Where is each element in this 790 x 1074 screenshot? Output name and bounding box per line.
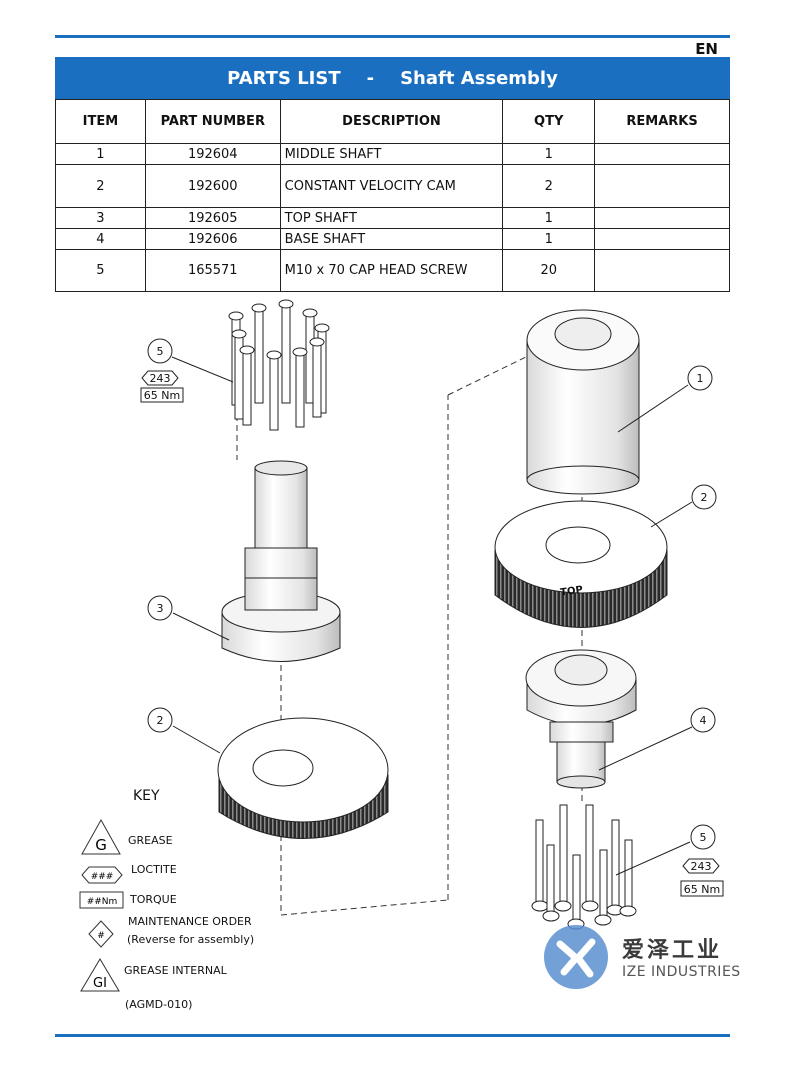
col-description: DESCRIPTION bbox=[279, 99, 504, 144]
cell-description: MIDDLE SHAFT bbox=[279, 143, 504, 165]
logo-mark-icon bbox=[544, 925, 608, 989]
col-part-number: PART NUMBER bbox=[144, 99, 281, 144]
logo-text-en: IZE INDUSTRIES bbox=[622, 964, 741, 980]
cell-part-number: 192604 bbox=[144, 143, 281, 165]
cell-item: 5 bbox=[55, 249, 146, 292]
cell-part-number: 192606 bbox=[144, 228, 281, 250]
middle-shaft-part bbox=[526, 309, 640, 495]
cell-qty: 2 bbox=[502, 164, 596, 208]
callout-5-lower-torque: 65 Nm bbox=[684, 883, 720, 896]
constant-velocity-cam-lower bbox=[217, 717, 389, 839]
callout-5-upper-loctite: 243 bbox=[150, 372, 171, 385]
cell-item: 4 bbox=[55, 228, 146, 250]
torque-symbol: ##Nm bbox=[87, 897, 118, 907]
cell-remarks bbox=[594, 249, 730, 292]
key-maintenance-sub: (Reverse for assembly) bbox=[127, 933, 255, 946]
table-row: 2 192600 CONSTANT VELOCITY CAM 2 bbox=[55, 164, 730, 208]
key-grease-label: GREASE bbox=[128, 834, 173, 847]
callout-5-upper-torque: 65 Nm bbox=[144, 389, 180, 402]
banner-separator: - bbox=[366, 67, 375, 89]
constant-velocity-cam-upper bbox=[494, 500, 668, 628]
language-code: EN bbox=[695, 40, 718, 58]
maintenance-diamond-icon bbox=[88, 920, 114, 948]
cell-remarks bbox=[594, 207, 730, 229]
symbol-key: KEY G ### ##Nm # GI GREASE LOCTITE TORQU… bbox=[70, 786, 270, 1026]
col-item: ITEM bbox=[55, 99, 146, 144]
leader-lines bbox=[171, 356, 693, 876]
spec-markers bbox=[140, 370, 724, 897]
cell-part-number: 192605 bbox=[144, 207, 281, 229]
loctite-hex-icon bbox=[81, 866, 123, 884]
callout-2-right: 2 bbox=[701, 491, 708, 504]
key-loctite-label: LOCTITE bbox=[131, 863, 177, 876]
callout-3: 3 bbox=[157, 602, 164, 615]
parts-table: ITEM PART NUMBER DESCRIPTION QTY REMARKS… bbox=[55, 99, 730, 292]
base-shaft-part bbox=[525, 649, 637, 789]
callout-5-lower-loctite: 243 bbox=[691, 860, 712, 873]
cell-qty: 20 bbox=[502, 249, 596, 292]
exploded-assembly-drawing: 5 243 65 Nm 1 2 3 2 4 5 243 65 Nm TOP bbox=[140, 299, 724, 930]
col-remarks: REMARKS bbox=[594, 99, 730, 144]
callout-circles bbox=[147, 338, 717, 850]
cell-description: CONSTANT VELOCITY CAM bbox=[279, 164, 504, 208]
cell-qty: 1 bbox=[502, 207, 596, 229]
cell-remarks bbox=[594, 228, 730, 250]
callout-4: 4 bbox=[700, 714, 707, 727]
cell-part-number: 165571 bbox=[144, 249, 281, 292]
callout-2-left: 2 bbox=[157, 714, 164, 727]
logo-text-cn: 爱泽工业 bbox=[622, 938, 723, 963]
key-grease-internal-label: GREASE INTERNAL bbox=[124, 964, 227, 977]
grease-internal-symbol: GI bbox=[93, 976, 107, 991]
top-shaft-part bbox=[221, 460, 341, 662]
bottom-rule bbox=[55, 1034, 730, 1037]
key-torque-label: TORQUE bbox=[130, 893, 177, 906]
ize-industries-logo: 爱泽工业 IZE INDUSTRIES bbox=[542, 922, 742, 992]
cell-part-number: 192600 bbox=[144, 164, 281, 208]
callout-5-lower: 5 bbox=[700, 831, 707, 844]
col-qty: QTY bbox=[502, 99, 596, 144]
cell-remarks bbox=[594, 164, 730, 208]
banner-subtitle: Shaft Assembly bbox=[400, 67, 558, 89]
table-row: 5 165571 M10 x 70 CAP HEAD SCREW 20 bbox=[55, 249, 730, 292]
cell-description: M10 x 70 CAP HEAD SCREW bbox=[279, 249, 504, 292]
cell-remarks bbox=[594, 143, 730, 165]
drawing-code: (AGMD-010) bbox=[125, 998, 193, 1011]
parts-list-banner: PARTS LIST - Shaft Assembly bbox=[55, 57, 730, 99]
loctite-symbol: ### bbox=[91, 872, 114, 882]
cell-item: 3 bbox=[55, 207, 146, 229]
callout-5-upper: 5 bbox=[157, 345, 164, 358]
table-header-row: ITEM PART NUMBER DESCRIPTION QTY REMARKS bbox=[55, 99, 730, 144]
grease-triangle-icon bbox=[81, 818, 121, 855]
grease-symbol: G bbox=[95, 836, 107, 854]
cell-qty: 1 bbox=[502, 143, 596, 165]
table-row: 1 192604 MIDDLE SHAFT 1 bbox=[55, 143, 730, 165]
cap-screws-upper-left bbox=[228, 299, 330, 431]
key-symbols: G ### ##Nm # GI bbox=[79, 818, 124, 992]
top-rule bbox=[55, 35, 730, 38]
cell-item: 1 bbox=[55, 143, 146, 165]
grease-internal-triangle-icon bbox=[80, 958, 120, 992]
cell-qty: 1 bbox=[502, 228, 596, 250]
key-maintenance-label: MAINTENANCE ORDER bbox=[128, 915, 252, 928]
cell-description: BASE SHAFT bbox=[279, 228, 504, 250]
key-title: KEY bbox=[133, 788, 160, 804]
table-row: 3 192605 TOP SHAFT 1 bbox=[55, 207, 730, 229]
maintenance-symbol: # bbox=[97, 931, 105, 941]
callout-1: 1 bbox=[697, 372, 704, 385]
cell-description: TOP SHAFT bbox=[279, 207, 504, 229]
table-row: 4 192606 BASE SHAFT 1 bbox=[55, 228, 730, 250]
cam-top-marking: TOP bbox=[560, 585, 584, 599]
assembly-axis-lines bbox=[236, 354, 583, 916]
cap-screws-lower-right bbox=[531, 804, 637, 930]
cell-item: 2 bbox=[55, 164, 146, 208]
torque-box-icon bbox=[79, 891, 124, 909]
banner-title: PARTS LIST bbox=[227, 67, 341, 89]
